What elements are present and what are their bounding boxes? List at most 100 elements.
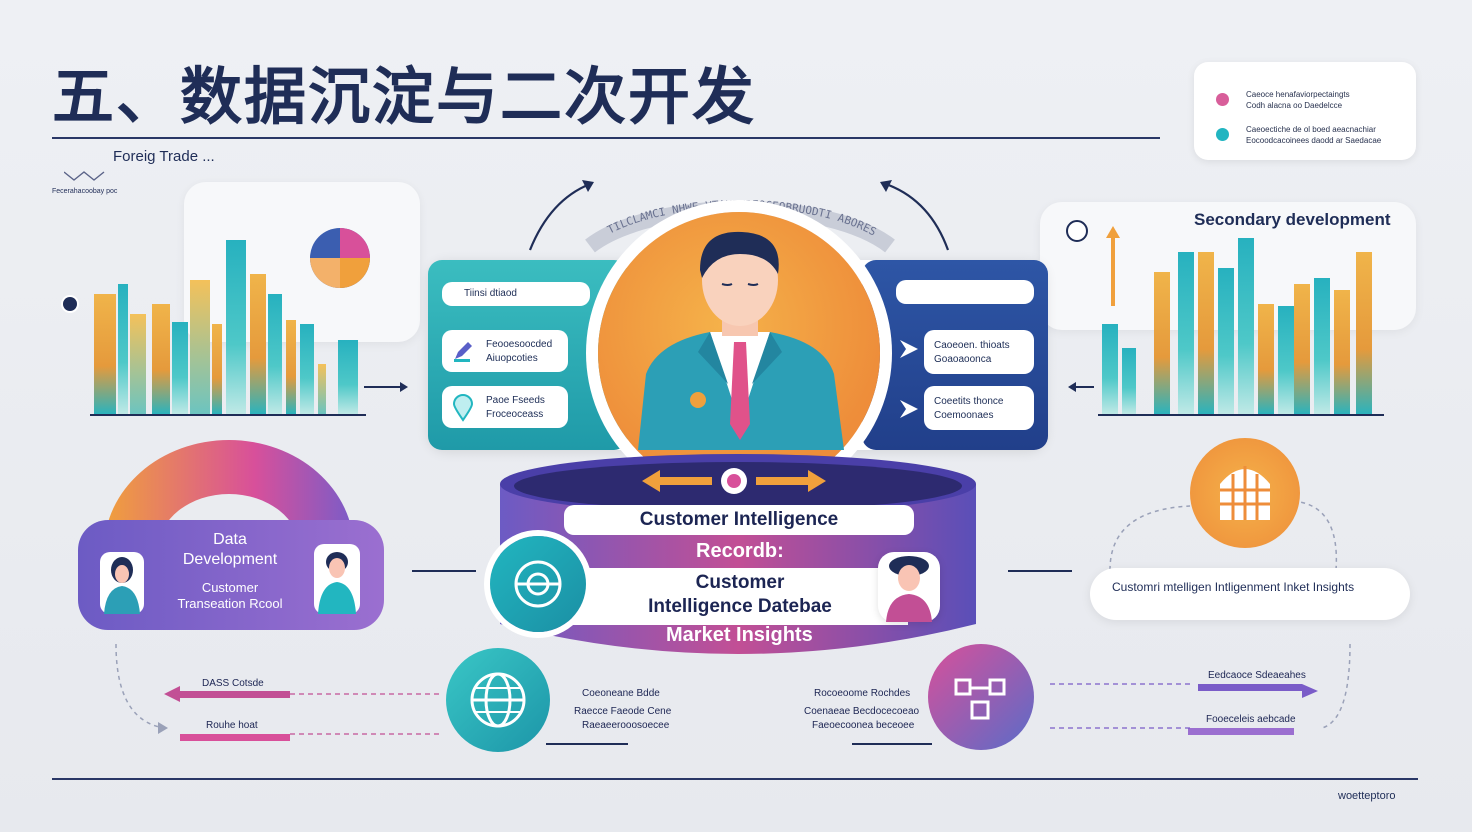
decorative-bar [1218, 268, 1234, 414]
connector-line [412, 570, 476, 572]
globe-badge-icon[interactable] [490, 536, 586, 632]
decorative-bar [1178, 252, 1194, 414]
businessman-illustration [638, 231, 844, 450]
right-note-card: Customri mtelligen Intligenment Inket In… [1090, 568, 1410, 620]
highlight-bar [1198, 684, 1302, 691]
highlight-bar [1188, 728, 1294, 735]
decorative-bar [94, 294, 116, 414]
drum-arrows [642, 466, 826, 496]
bottom-mid-left-1: Coeoneane Bdde [582, 688, 660, 699]
decorative-bar [318, 364, 326, 414]
woman-avatar-badge [878, 552, 940, 622]
decorative-bar [1294, 284, 1310, 414]
dashed-lines [1050, 683, 1192, 729]
decorative-bar [1198, 252, 1214, 414]
location-pin-icon [452, 394, 474, 422]
decorative-bar [338, 340, 358, 414]
decorative-bar [190, 280, 210, 414]
decorative-bar [300, 324, 314, 414]
arrow-right-icon [1302, 684, 1318, 698]
bottom-right-label-2: Fooeceleis aebcade [1206, 714, 1296, 725]
decorative-bar [268, 294, 282, 414]
decorative-bar [286, 320, 296, 414]
zigzag-icon [64, 171, 105, 181]
network-bottom-icon[interactable] [928, 644, 1034, 750]
bow-icon [900, 400, 918, 418]
title-divider [52, 137, 1160, 139]
page-title: 五、数据沉淀与二次开发 [52, 60, 757, 133]
decorative-bar [1278, 306, 1294, 414]
drum-label-2: Recordb: [696, 540, 784, 562]
left-bar-chart [90, 230, 366, 416]
connector-line [546, 743, 628, 745]
footer-text: woetteptoro [1338, 790, 1396, 802]
up-arrow-icon [1106, 226, 1120, 306]
bottom-left-label-2: Rouhe hoat [206, 720, 258, 731]
marker-ring-icon [1066, 220, 1088, 242]
decorative-bar [250, 274, 266, 414]
subtitle: Foreig Trade ... [113, 148, 215, 165]
decorative-bar [1258, 304, 1274, 414]
decorative-bar [1102, 324, 1118, 414]
secondary-title: Secondary development [1194, 210, 1391, 229]
curved-arrow [1321, 643, 1351, 729]
decorative-bar [118, 284, 128, 414]
decorative-bar [152, 304, 170, 414]
dashed-connector [1109, 501, 1338, 571]
decorative-bar [172, 322, 188, 414]
right-bar-chart [1098, 230, 1384, 416]
connector-line [1008, 570, 1072, 572]
subcaption: Fecerahacoobay poc [52, 188, 118, 195]
decorative-bar [1334, 290, 1350, 414]
pie-icon [310, 228, 370, 288]
connector-line [852, 743, 932, 745]
left-panel-header: Tiinsi dtiaod [442, 282, 590, 306]
highlight-bar [180, 734, 290, 741]
arrow-left-icon [164, 686, 180, 702]
curved-arrow [115, 643, 168, 734]
marker-dot-icon [63, 297, 77, 311]
bottom-mid-left-2: Raecce Faeode Cene [574, 706, 672, 717]
bow-icon [900, 340, 918, 358]
dashed-lines [290, 693, 442, 735]
arrow-right-icon [364, 382, 408, 392]
decorative-bar [212, 324, 222, 414]
woman-avatar-icon [100, 552, 144, 614]
bottom-left-label-1: DASS Cotsde [202, 678, 264, 689]
legend-dot-teal [1216, 128, 1229, 141]
bottom-mid-right-1: Rocoeoome Rochdes [814, 688, 911, 699]
decorative-bar [130, 314, 146, 414]
globe-bottom-icon[interactable] [446, 648, 550, 752]
right-panel-header [896, 280, 1034, 304]
drum-label-1: Customer Intelligence [564, 505, 914, 535]
bottom-mid-right-3: Faeoecoonea beceoee [812, 720, 915, 731]
grid-badge-icon[interactable] [1190, 438, 1300, 548]
highlight-bar [180, 691, 290, 698]
woman-avatar-icon [886, 556, 932, 622]
decorative-bar [1314, 278, 1330, 414]
bottom-right-label-1: Eedcaoce Sdeaeahes [1208, 670, 1306, 681]
arrow-left-icon [1068, 382, 1094, 392]
footer-divider [52, 778, 1418, 780]
left-chart-backdrop [184, 182, 420, 342]
decorative-bar [1154, 272, 1170, 414]
right-note-text: Customri mtelligen Intligenment Inket In… [1112, 580, 1355, 594]
legend-dot-pink [1216, 93, 1229, 106]
decorative-bar [1122, 348, 1136, 414]
decorative-bar [226, 240, 246, 414]
pencil-icon [454, 342, 472, 362]
decorative-bar [1356, 252, 1372, 414]
